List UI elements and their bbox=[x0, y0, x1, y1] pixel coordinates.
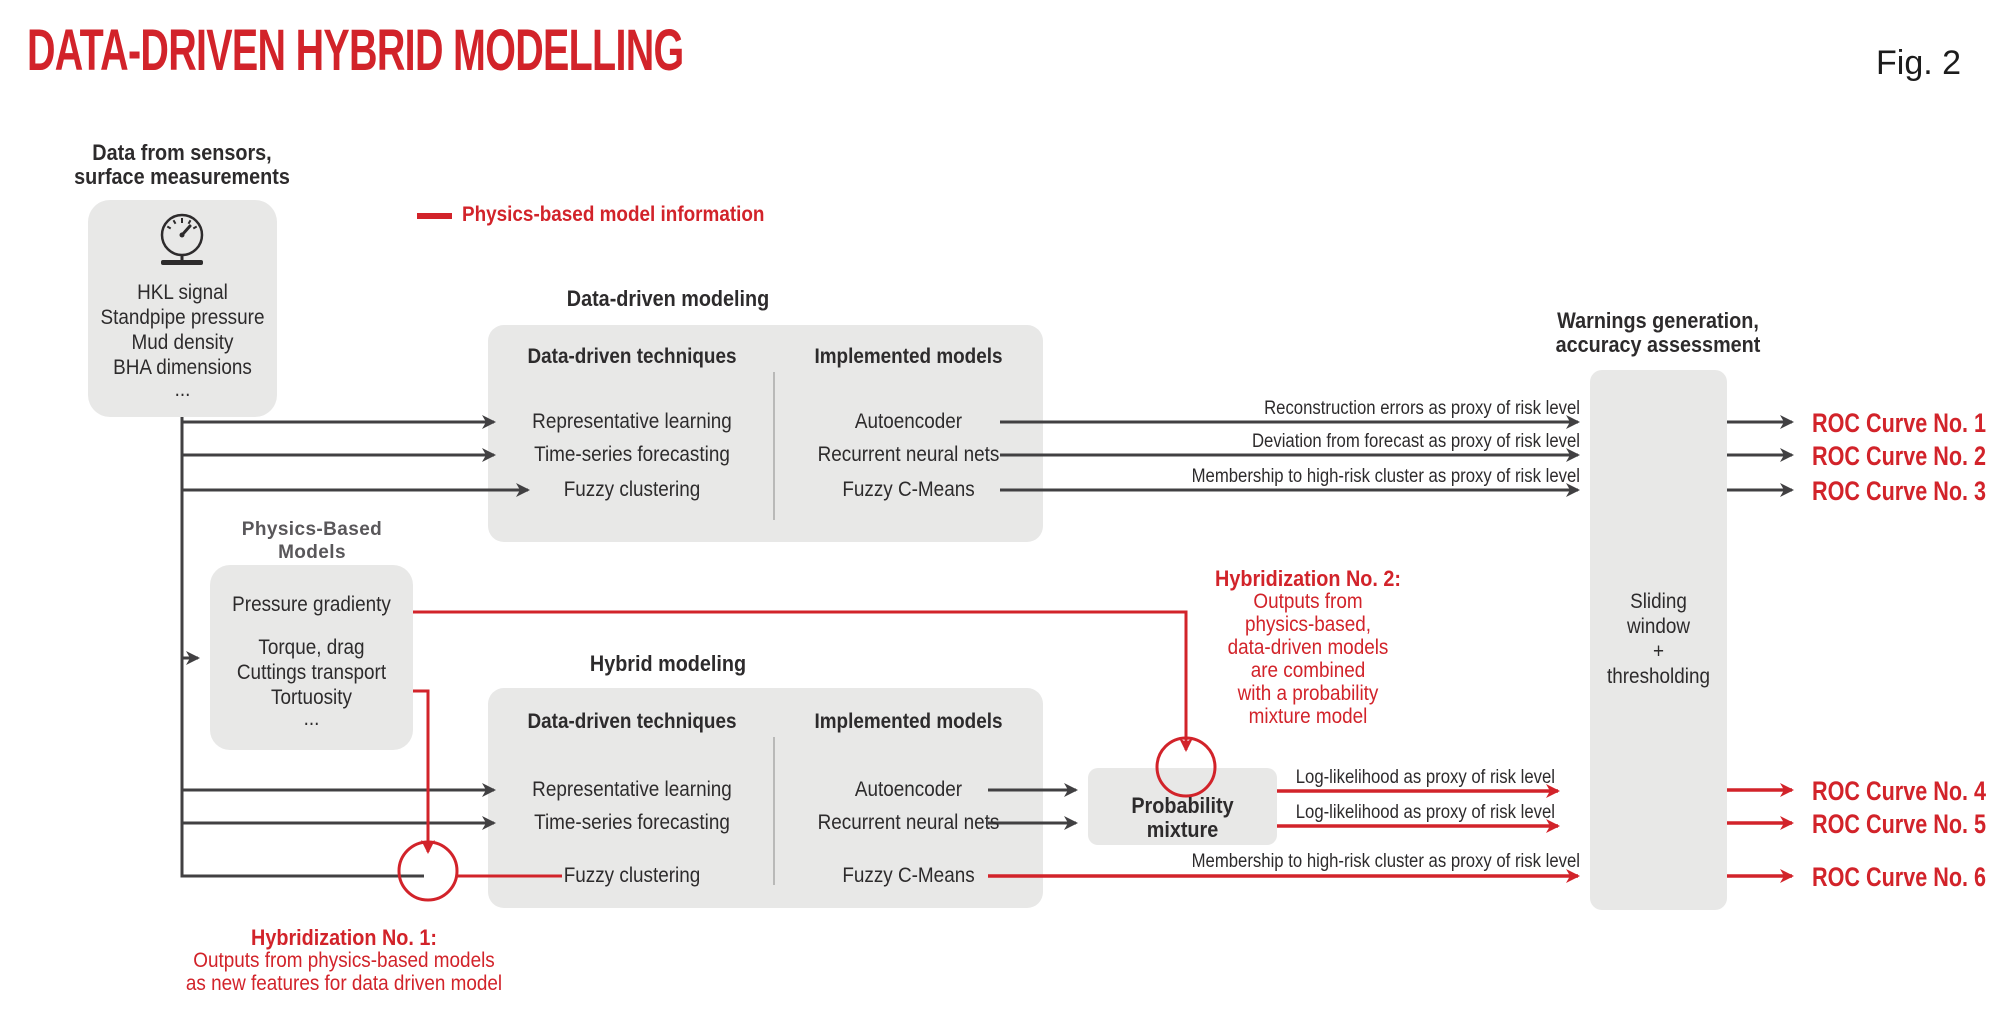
model-item: Autoencoder bbox=[854, 778, 963, 801]
roc-output: ROC Curve No. 6 bbox=[1812, 862, 1987, 892]
flow-label-top: Membership to high-risk cluster as proxy… bbox=[1191, 466, 1580, 487]
hybrid-box bbox=[488, 688, 1043, 908]
model-item: Fuzzy C-Means bbox=[842, 478, 975, 501]
sensor-item: Mud density bbox=[131, 331, 234, 354]
physics-box bbox=[210, 565, 413, 750]
roc-output: ROC Curve No. 2 bbox=[1812, 441, 1987, 471]
hybridization-1-circle-icon bbox=[397, 840, 459, 902]
hybridization2-line: Outputs from bbox=[1253, 590, 1363, 613]
hybrid-col1-header: Data-driven techniques bbox=[527, 710, 737, 733]
physics-item: Pressure gradienty bbox=[232, 593, 391, 616]
model-item: Recurrent neural nets bbox=[817, 443, 1000, 466]
sensor-item: HKL signal bbox=[137, 281, 228, 304]
technique-item: Time-series forecasting bbox=[534, 811, 730, 834]
hybridization2-line: are combined bbox=[1250, 659, 1366, 682]
physics-item: Tortuosity bbox=[271, 686, 352, 709]
warnings-box bbox=[1590, 370, 1727, 910]
physics-item: Cuttings transport bbox=[236, 661, 387, 684]
pressure-gauge-icon bbox=[160, 213, 204, 265]
risk-proxy-arrows-bottom bbox=[988, 784, 1580, 883]
hybridization2-line: with a probability bbox=[1237, 682, 1379, 705]
data-driven-col1-header: Data-driven techniques bbox=[527, 345, 737, 368]
physics-item: ... bbox=[303, 707, 320, 730]
hybridization1-line: Outputs from physics-based models bbox=[193, 949, 495, 972]
technique-item: Time-series forecasting bbox=[534, 443, 730, 466]
hybrid-heading: Hybrid modeling bbox=[589, 651, 747, 676]
warnings-body-line: thresholding bbox=[1607, 665, 1710, 688]
roc-output: ROC Curve No. 5 bbox=[1812, 809, 1987, 839]
technique-item: Representative learning bbox=[532, 778, 732, 801]
physics-item: Torque, drag bbox=[258, 636, 365, 659]
input-arrows bbox=[180, 415, 530, 878]
hybridization2-line: mixture model bbox=[1248, 705, 1368, 728]
flow-label-top: Reconstruction errors as proxy of risk l… bbox=[1264, 398, 1580, 419]
sensor-heading-line2: surface measurements bbox=[74, 164, 290, 189]
hybrid-to-probability-arrows bbox=[988, 783, 1078, 830]
probability-label-line2: mixture bbox=[1146, 817, 1219, 842]
roc-arrows-bottom bbox=[1727, 783, 1794, 883]
flow-label-bottom: Log-likelihood as proxy of risk level bbox=[1295, 767, 1555, 788]
data-driven-col2-header: Implemented models bbox=[814, 345, 1003, 368]
model-item: Autoencoder bbox=[854, 410, 963, 433]
technique-item: Fuzzy clustering bbox=[563, 864, 701, 887]
physics-heading-line1: Physics-Based bbox=[241, 519, 383, 540]
probability-label-line1: Probability bbox=[1131, 793, 1234, 818]
roc-output: ROC Curve No. 1 bbox=[1812, 408, 1987, 438]
technique-item: Fuzzy clustering bbox=[563, 478, 701, 501]
figure-label: Fig. 2 bbox=[1876, 44, 1962, 82]
model-item: Recurrent neural nets bbox=[817, 811, 1000, 834]
flow-label-bottom: Membership to high-risk cluster as proxy… bbox=[1191, 851, 1580, 872]
hybridization2-line: physics-based, bbox=[1244, 613, 1372, 636]
sensor-item: ... bbox=[174, 378, 191, 401]
sensor-item: BHA dimensions bbox=[113, 356, 252, 379]
hybridization2-line: data-driven models bbox=[1227, 636, 1389, 659]
flow-label-top: Deviation from forecast as proxy of risk… bbox=[1251, 431, 1580, 452]
hybridization-2-circle-icon bbox=[1155, 736, 1217, 798]
roc-output: ROC Curve No. 3 bbox=[1812, 476, 1987, 506]
hybridization1-title: Hybridization No. 1: bbox=[251, 925, 437, 950]
hybridization1-line: as new features for data driven model bbox=[185, 972, 503, 995]
warnings-heading-line2: accuracy assessment bbox=[1555, 332, 1761, 357]
warnings-body-line: window bbox=[1626, 615, 1691, 638]
probability-box bbox=[1088, 768, 1277, 845]
hybridization2-title: Hybridization No. 2: bbox=[1215, 566, 1401, 591]
sensor-item: Standpipe pressure bbox=[100, 306, 265, 329]
warnings-body-line: Sliding bbox=[1630, 590, 1687, 613]
flow-label-bottom: Log-likelihood as proxy of risk level bbox=[1295, 802, 1555, 823]
data-driven-heading: Data-driven modeling bbox=[566, 286, 770, 311]
technique-item: Representative learning bbox=[532, 410, 732, 433]
hybrid-col2-header: Implemented models bbox=[814, 710, 1003, 733]
physics-info-lines bbox=[413, 610, 1193, 878]
warnings-heading-line1: Warnings generation, bbox=[1557, 308, 1759, 333]
legend-label: Physics-based model information bbox=[462, 203, 765, 226]
model-item: Fuzzy C-Means bbox=[842, 864, 975, 887]
data-driven-box bbox=[488, 325, 1043, 542]
sensor-heading-line1: Data from sensors, bbox=[92, 140, 272, 165]
warnings-body-line: + bbox=[1652, 640, 1665, 663]
roc-arrows-top bbox=[1727, 415, 1794, 497]
page-title: DATA-DRIVEN HYBRID MODELLING bbox=[27, 18, 684, 83]
roc-output: ROC Curve No. 4 bbox=[1812, 776, 1987, 806]
physics-heading-line2: Models bbox=[278, 542, 346, 563]
risk-proxy-arrows-top bbox=[1000, 415, 1580, 497]
